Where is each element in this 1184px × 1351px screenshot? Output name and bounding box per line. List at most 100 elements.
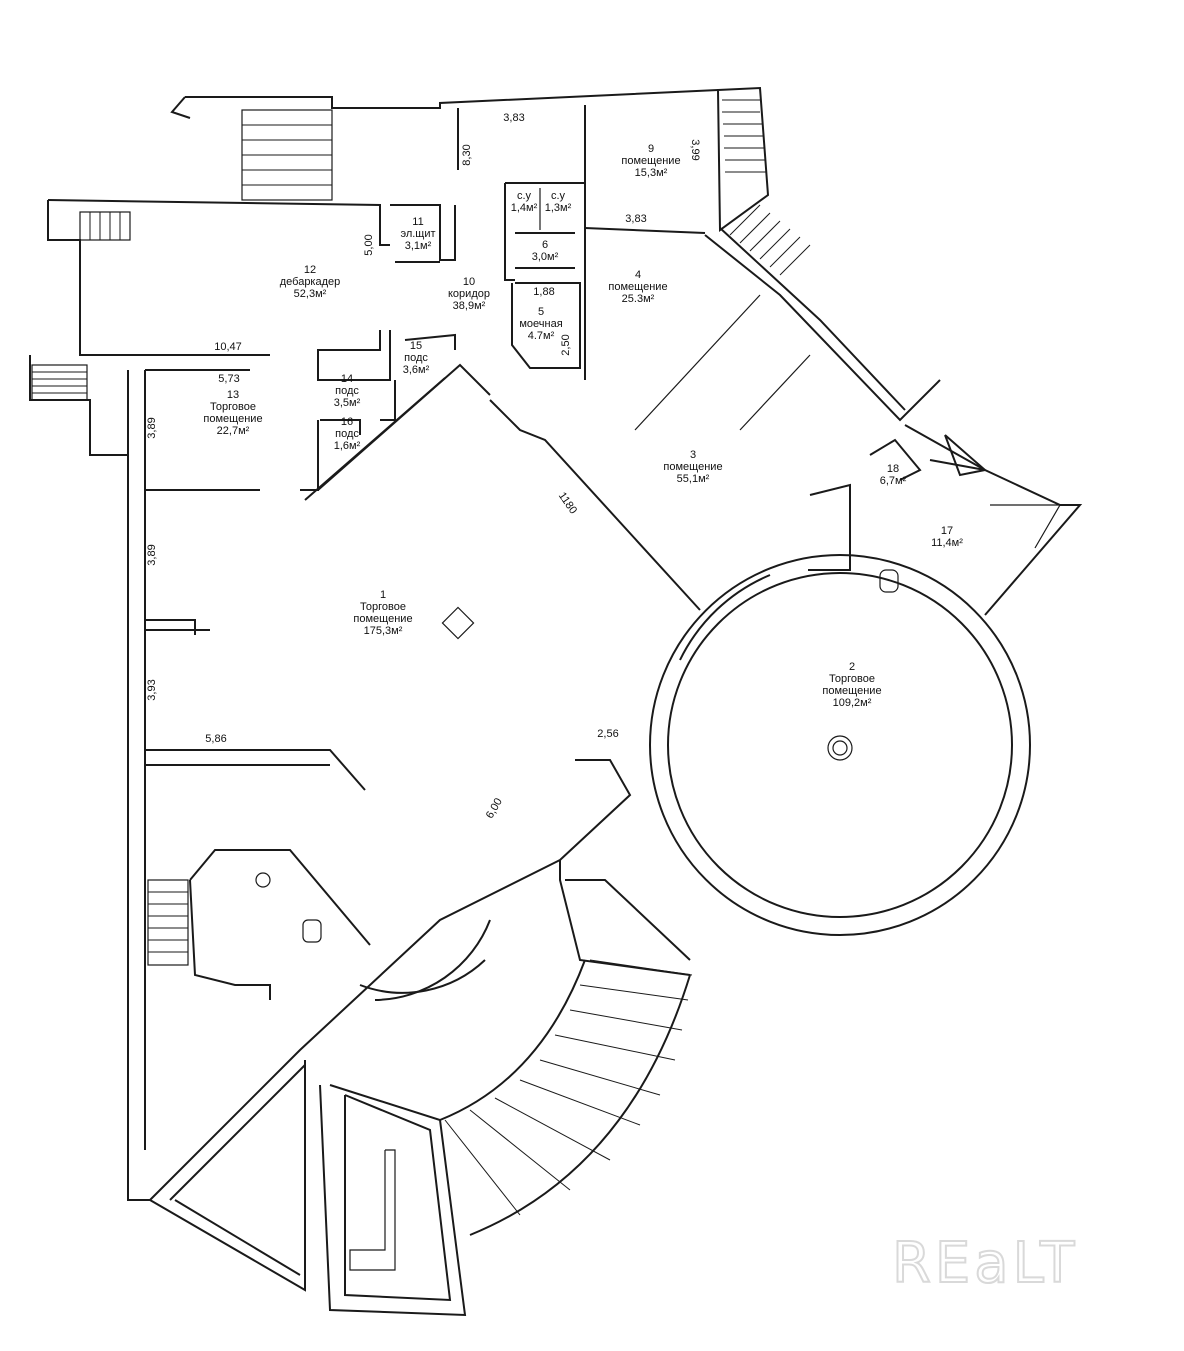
stair-north-west	[241, 109, 333, 201]
room-6-area: 3,0м²	[532, 251, 559, 263]
room-13-name: Торговое	[210, 401, 256, 413]
room-16-number: 16	[341, 416, 353, 428]
rotunda	[649, 554, 1031, 936]
dim-500: 5,00	[363, 234, 375, 255]
room-14-area: 3,5м²	[334, 397, 361, 409]
stair-west-entry	[79, 211, 131, 241]
dim-383-mid: 3,83	[625, 213, 646, 225]
room-6-label: 63,0м²	[532, 239, 559, 263]
room-2-name2: помещение	[822, 685, 881, 697]
room-9-name: помещение	[621, 155, 680, 167]
room-17-number: 17	[941, 525, 953, 537]
room-10-number: 10	[463, 276, 475, 288]
interior-walls	[144, 105, 811, 791]
room-su1-label: с.у1,4м²	[511, 190, 538, 214]
room-15-name: подс	[404, 352, 428, 364]
dim-393: 3,93	[146, 679, 158, 700]
dim-389-b: 3,89	[146, 544, 158, 565]
room-11-name: эл.щит	[400, 228, 435, 240]
room-16-name: подс	[335, 428, 359, 440]
room-18-area: 6,7м²	[880, 475, 907, 487]
stair-far-west	[31, 364, 88, 401]
room-su2-label: с.у1,3м²	[545, 190, 572, 214]
room-12-name: дебаркадер	[280, 276, 341, 288]
dim-383-top: 3,83	[503, 112, 524, 124]
room-13-number: 13	[227, 389, 239, 401]
stair-west-lower	[147, 879, 189, 966]
room-13-area: 22,7м²	[217, 425, 250, 437]
room-13-name2: помещение	[203, 413, 262, 425]
room-5-number: 5	[538, 306, 544, 318]
room-18-label: 186,7м²	[880, 463, 907, 487]
dim-573: 5,73	[218, 373, 239, 385]
dim-600: 6,00	[484, 796, 505, 821]
east-annexe-details	[808, 434, 1062, 593]
dim-1180: 1180	[556, 490, 579, 516]
room-su2-area: 1,3м²	[545, 202, 572, 214]
room-15-area: 3,6м²	[403, 364, 430, 376]
room-12-area: 52,3м²	[294, 288, 327, 300]
room-14-number: 14	[341, 373, 353, 385]
room-5-area: 4.7м²	[528, 330, 555, 342]
room-labels: 1Торговоепомещение175,3м²2Торговоепомеще…	[203, 143, 963, 709]
stair-south-curved	[439, 959, 693, 1236]
room-11-number: 11	[412, 216, 423, 228]
room-4-area: 25.3м²	[622, 293, 655, 305]
room-10-name: коридор	[448, 288, 490, 300]
room-1-name2: помещение	[353, 613, 412, 625]
room-17-area: 11,4м²	[931, 537, 963, 549]
room-su1-name: с.у	[517, 190, 532, 202]
stairs	[31, 99, 811, 1236]
watermark-logo: REaLT	[892, 1231, 1078, 1296]
column-symbol	[441, 606, 475, 640]
dim-830: 8,30	[461, 144, 473, 165]
room-1-name: Торговое	[360, 601, 406, 613]
dim-250: 2,50	[560, 334, 572, 355]
dim-399: 3,99	[689, 139, 701, 160]
room-1-number: 1	[380, 589, 386, 601]
room-2-number: 2	[849, 661, 855, 673]
room-su2-name: с.у	[551, 190, 566, 202]
room-15-number: 15	[410, 340, 422, 352]
room-14-name: подс	[335, 385, 359, 397]
room-18-number: 18	[887, 463, 899, 475]
south-features	[189, 759, 691, 1317]
room-1-area: 175,3м²	[364, 625, 403, 637]
room-su1-area: 1,4м²	[511, 202, 538, 214]
room-6-number: 6	[542, 239, 548, 251]
room-2-area: 109,2м²	[833, 697, 872, 709]
room-11-area: 3,1м²	[405, 240, 432, 252]
room-16-area: 1,6м²	[334, 440, 361, 452]
room-12-number: 12	[304, 264, 316, 276]
dim-389-a: 3,89	[146, 417, 158, 438]
room-3-area: 55,1м²	[677, 473, 710, 485]
room-3-number: 3	[690, 449, 696, 461]
stair-north-east	[722, 99, 766, 173]
room-4-name: помещение	[608, 281, 667, 293]
dim-586: 5,86	[205, 733, 226, 745]
dim-188: 1,88	[533, 286, 554, 298]
room-5-name: моечная	[519, 318, 562, 330]
room-3-name: помещение	[663, 461, 722, 473]
room-2-name: Торговое	[829, 673, 875, 685]
room-9-number: 9	[648, 143, 654, 155]
stair-east	[729, 204, 811, 276]
dim-1047: 10,47	[214, 341, 242, 353]
room-4-number: 4	[635, 269, 641, 281]
room-9-area: 15,3м²	[635, 167, 668, 179]
